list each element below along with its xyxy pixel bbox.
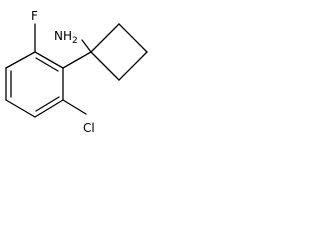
cyclobutane-bond-left xyxy=(90,51,120,81)
ring-bond-bottom-right-inner xyxy=(35,96,60,112)
amine-label: NH2 xyxy=(54,29,78,46)
amine-label-subscript: 2 xyxy=(72,36,78,46)
cyclobutane-bond-right xyxy=(118,23,148,53)
ring-bond-bottom-left xyxy=(5,99,36,118)
amine-label-main: NH xyxy=(54,29,72,43)
chlorine-label: Cl xyxy=(83,121,95,135)
ring-bond-top-right xyxy=(34,51,64,69)
ring-bond-top-left xyxy=(5,51,36,69)
benzene-ring xyxy=(5,51,64,118)
cyclobutane-bond-top xyxy=(90,23,120,53)
bond-to-chlorine xyxy=(62,99,87,115)
fluorine-label: F xyxy=(31,9,38,23)
ring-bond-bottom-right xyxy=(34,99,64,118)
cyclobutane-bond-bottom xyxy=(118,51,148,81)
ring-bond-top-right-inner xyxy=(35,57,59,72)
bond-to-amine xyxy=(81,39,92,53)
bond-to-quaternary-carbon xyxy=(62,51,92,69)
chemical-structure: F NH2 Cl xyxy=(5,9,148,135)
cyclobutane-ring xyxy=(90,23,148,81)
